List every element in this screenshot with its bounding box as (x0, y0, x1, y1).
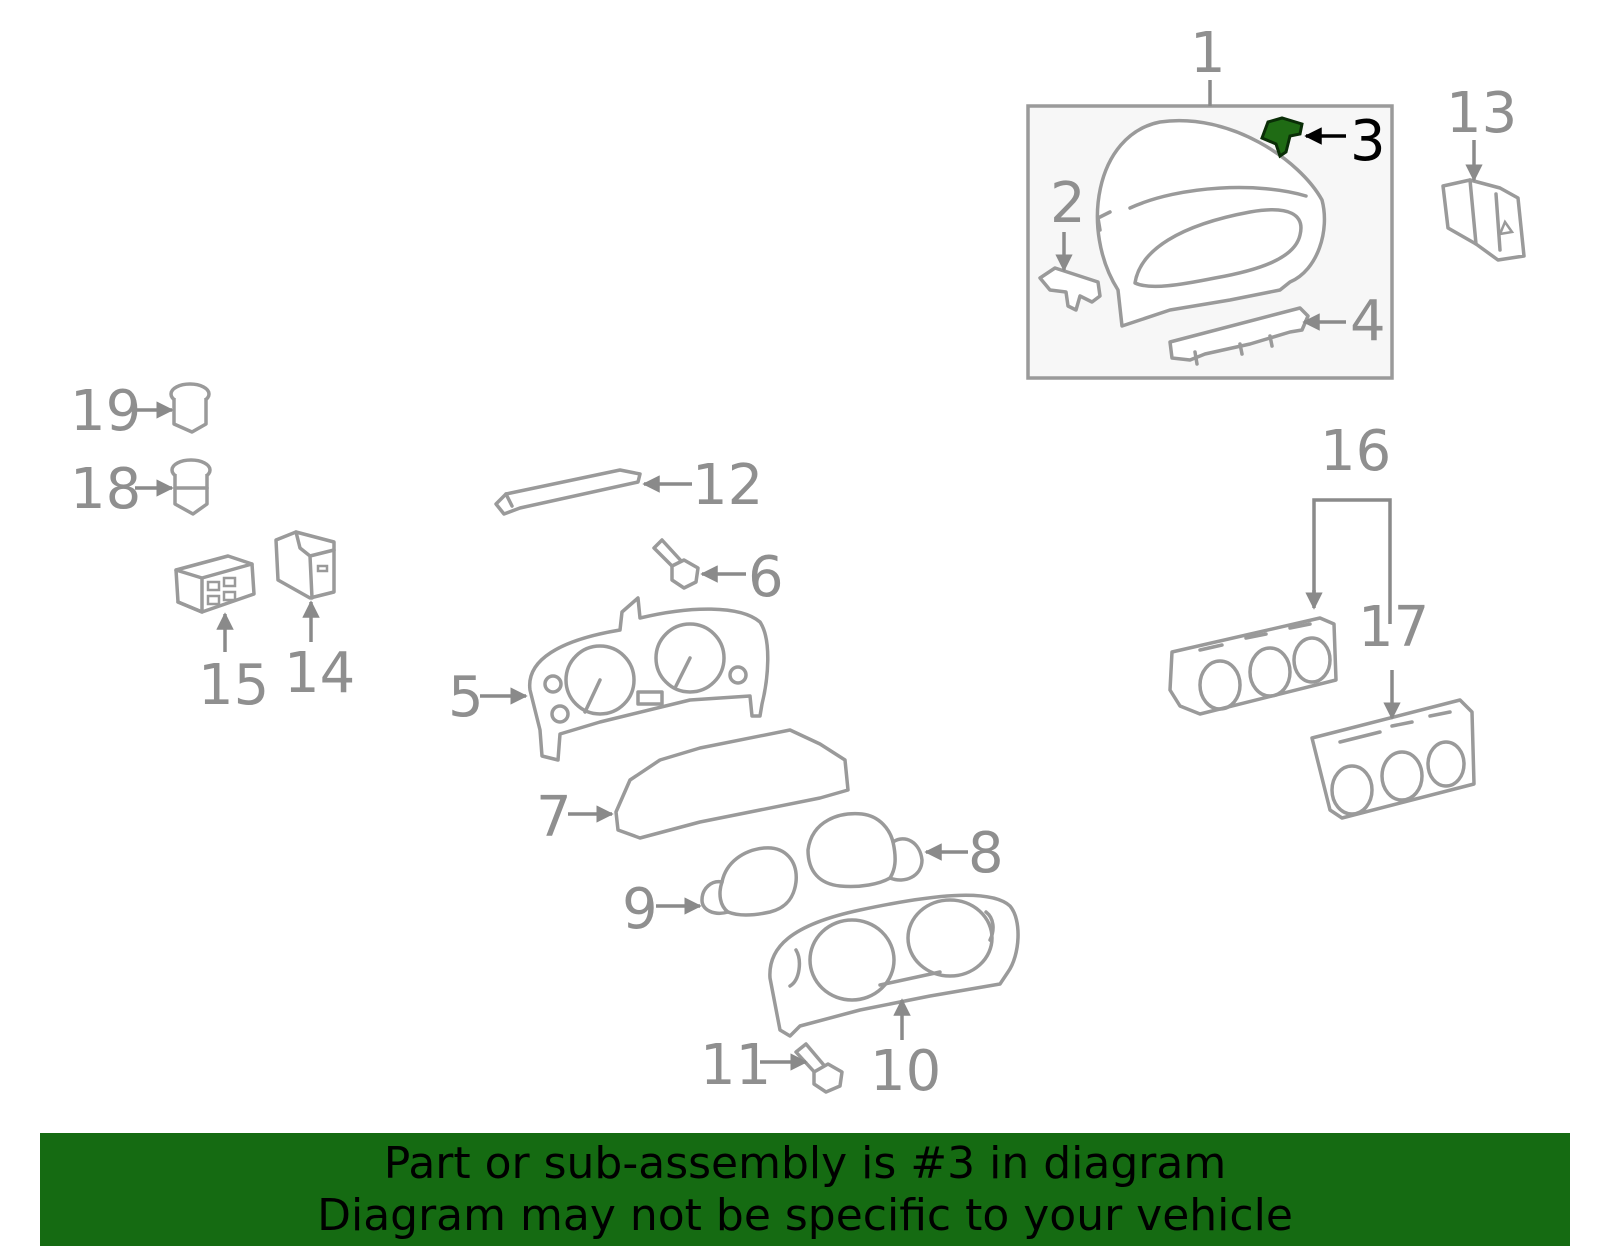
cluster-lens-part (768, 893, 1020, 1038)
hazard-switch-part (1441, 178, 1526, 262)
leader-lines (135, 127, 1483, 1071)
callout-1: 1 (1190, 21, 1226, 86)
plug-18-part (170, 458, 212, 516)
dial-plate-9-part (700, 846, 798, 917)
banner-line-part-number: Part or sub-assembly is #3 in diagram (383, 1137, 1227, 1189)
gasket-part (614, 728, 850, 840)
callout-14: 14 (284, 641, 355, 706)
callout-16: 16 (1320, 419, 1391, 484)
screw-11-part (794, 1042, 844, 1094)
banner-line-disclaimer: Diagram may not be specific to your vehi… (317, 1189, 1293, 1241)
callout-11: 11 (700, 1033, 771, 1098)
callout-10: 10 (870, 1039, 941, 1104)
callout-12: 12 (692, 453, 763, 518)
climate-control-16-part (1168, 616, 1338, 716)
callout-5: 5 (448, 665, 484, 730)
clip-part-highlighted (1260, 116, 1304, 159)
switch-14-part (274, 530, 336, 600)
callout-17: 17 (1358, 595, 1429, 660)
lens-strip-part (494, 468, 642, 516)
callout-6: 6 (748, 545, 784, 610)
callout-4: 4 (1350, 289, 1386, 354)
callout-19: 19 (70, 379, 141, 444)
plug-19-part (169, 382, 211, 434)
lower-strip-part (1168, 306, 1310, 366)
callout-8: 8 (968, 821, 1004, 886)
callout-13: 13 (1446, 81, 1517, 146)
info-banner: Part or sub-assembly is #3 in diagram Di… (40, 1133, 1570, 1246)
callout-2: 2 (1050, 171, 1086, 236)
callout-3: 3 (1350, 109, 1386, 174)
bracket-part (1038, 266, 1102, 312)
callout-7: 7 (536, 785, 572, 850)
callout-9: 9 (622, 877, 658, 942)
callout-18: 18 (70, 457, 141, 522)
cluster-case-part (528, 596, 770, 762)
climate-control-17-part (1310, 698, 1476, 820)
switch-block-15-part (174, 554, 256, 614)
cluster-hood-part (1095, 119, 1327, 328)
dial-plate-8-part (806, 811, 924, 889)
screw-6-part (652, 538, 700, 590)
callout-15: 15 (198, 653, 269, 718)
